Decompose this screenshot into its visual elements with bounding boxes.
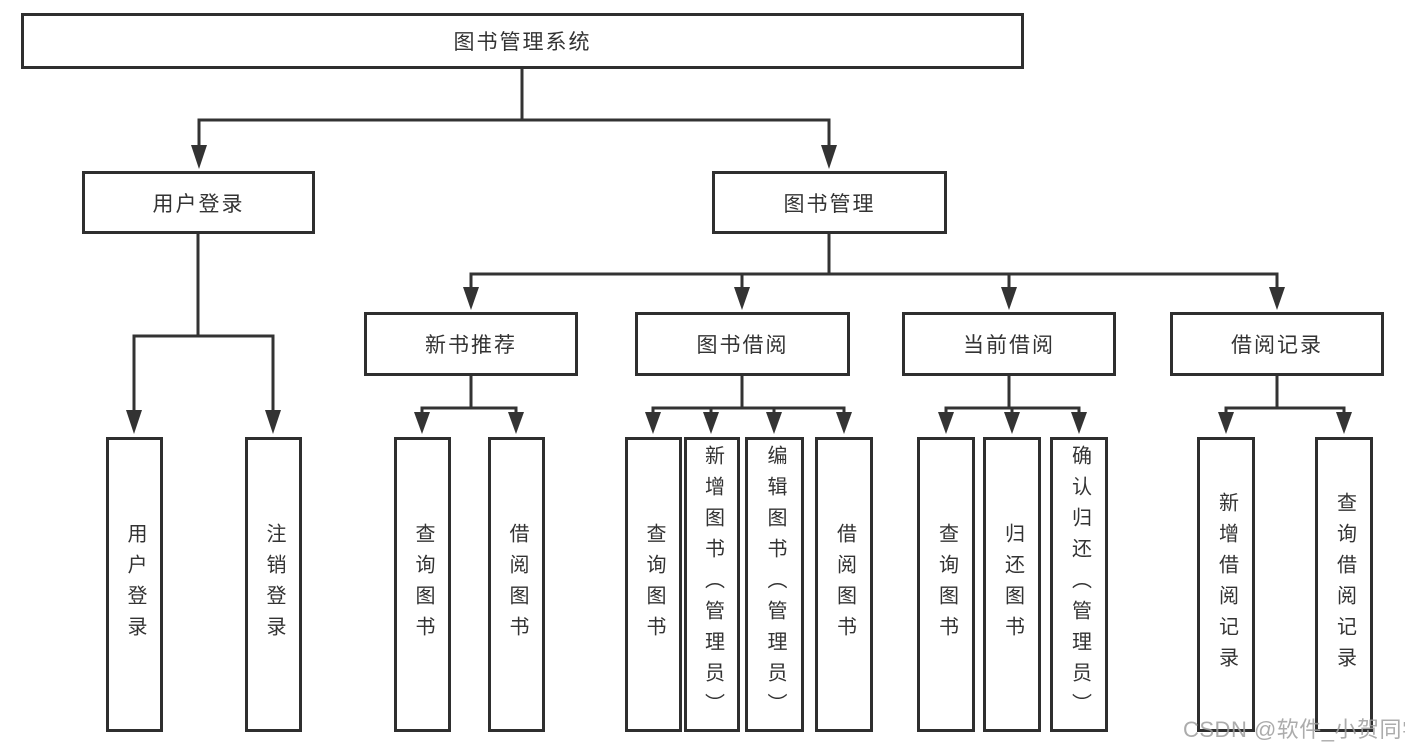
leaf-query-books-recommend-label: 查询图书 (412, 522, 434, 647)
leaf-user-login-label: 用户登录 (124, 522, 146, 647)
leaf-borrow-books-recommend-label: 借阅图书 (506, 522, 528, 647)
connector-new-book-recommend-to-leaves (414, 374, 524, 434)
connector-book-borrow-to-leaves (645, 374, 852, 434)
leaf-add-borrow-record: 新增借阅记录 (1197, 437, 1255, 732)
leaf-return-books-label: 归还图书 (1001, 522, 1024, 647)
leaf-edit-books-admin: 编辑图书（管理员） (745, 437, 804, 732)
connector-book-management-to-level3 (463, 232, 1285, 310)
connector-root-to-level2 (191, 67, 837, 169)
leaf-query-borrow-record-label: 查询借阅记录 (1333, 491, 1356, 678)
leaf-return-books: 归还图书 (983, 437, 1041, 732)
connector-current-borrow-to-leaves (938, 374, 1087, 434)
leaf-borrow-books-recommend: 借阅图书 (488, 437, 545, 732)
leaf-logout-label: 注销登录 (263, 522, 285, 647)
leaf-edit-books-admin-label: 编辑图书（管理员） (764, 445, 786, 724)
leaf-query-books-recommend: 查询图书 (394, 437, 451, 732)
leaf-query-books-borrow-label: 查询图书 (643, 522, 665, 647)
node-root-label: 图书管理系统 (453, 31, 592, 54)
leaf-query-borrow-record: 查询借阅记录 (1315, 437, 1373, 732)
node-book-management: 图书管理 (712, 171, 947, 234)
connector-borrow-records-to-leaves (1218, 374, 1352, 434)
node-new-book-recommend: 新书推荐 (364, 312, 578, 376)
leaf-add-books-admin-label: 新增图书（管理员） (701, 445, 724, 724)
node-user-login-label: 用户登录 (152, 192, 245, 216)
leaf-borrow-books-label: 借阅图书 (833, 522, 856, 647)
node-book-borrow-label: 图书借阅 (696, 334, 789, 357)
node-borrow-records-label: 借阅记录 (1231, 334, 1323, 357)
connector-user-login-to-leaves (126, 232, 281, 434)
leaf-borrow-books: 借阅图书 (815, 437, 873, 732)
node-book-management-label: 图书管理 (783, 192, 876, 216)
leaf-confirm-return-admin: 确认归还（管理员） (1050, 437, 1108, 732)
leaf-user-login: 用户登录 (106, 437, 163, 732)
csdn-watermark: CSDN @软件_小贺同学 (1183, 717, 1405, 742)
node-borrow-records: 借阅记录 (1170, 312, 1384, 376)
node-root: 图书管理系统 (21, 13, 1024, 69)
leaf-logout: 注销登录 (245, 437, 302, 732)
node-current-borrow: 当前借阅 (902, 312, 1116, 376)
leaf-add-books-admin: 新增图书（管理员） (684, 437, 740, 732)
node-new-book-recommend-label: 新书推荐 (425, 334, 517, 357)
leaf-query-books-current: 查询图书 (917, 437, 975, 732)
leaf-confirm-return-admin-label: 确认归还（管理员） (1068, 445, 1091, 724)
leaf-query-books-borrow: 查询图书 (625, 437, 682, 732)
node-current-borrow-label: 当前借阅 (963, 334, 1055, 357)
node-user-login: 用户登录 (82, 171, 315, 234)
leaf-query-books-current-label: 查询图书 (935, 522, 958, 647)
leaf-add-borrow-record-label: 新增借阅记录 (1215, 491, 1238, 678)
node-book-borrow: 图书借阅 (635, 312, 850, 376)
